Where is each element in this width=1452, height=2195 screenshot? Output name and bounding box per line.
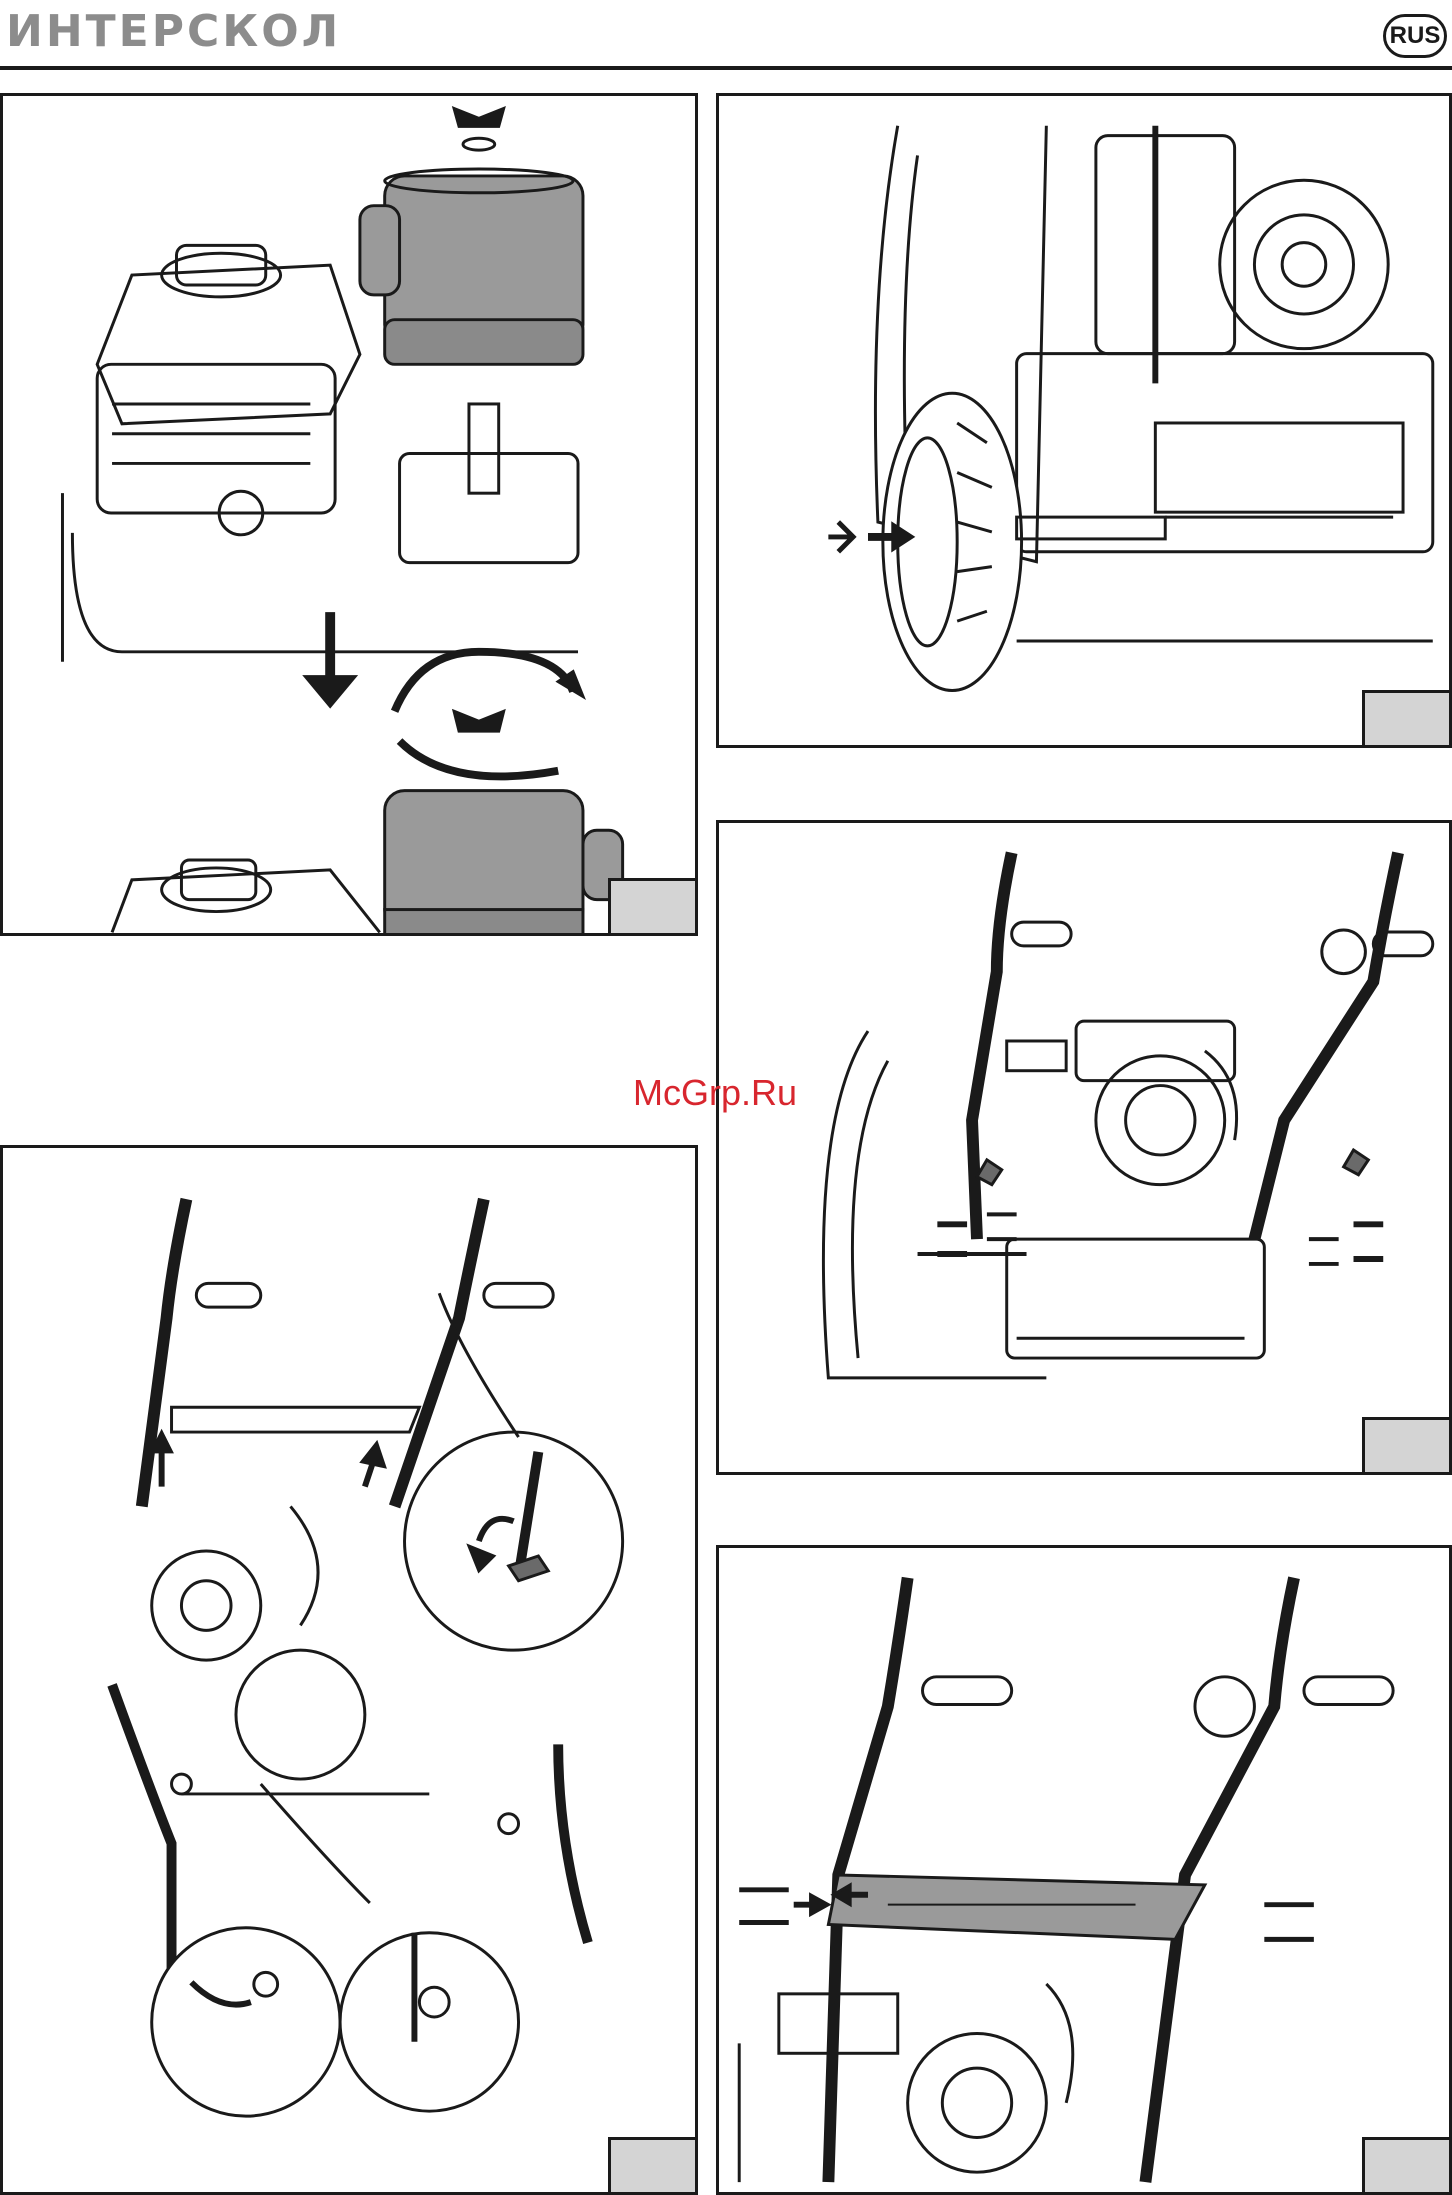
cable-routing-illustration xyxy=(3,1148,695,2192)
page-header: ИНТЕРСКОЛ RUS xyxy=(0,0,1452,70)
watermark-text: McGrp.Ru xyxy=(633,1072,797,1114)
panel-tab xyxy=(1362,1417,1449,1472)
header-rule xyxy=(0,66,1452,70)
panel-handle-mounting xyxy=(716,820,1452,1475)
brand-logo: ИНТЕРСКОЛ xyxy=(6,6,341,57)
panel-tab xyxy=(608,2137,695,2192)
language-badge: RUS xyxy=(1383,14,1447,58)
handle-illustration xyxy=(719,823,1449,1472)
cross-brace-illustration xyxy=(719,1548,1449,2192)
air-filter-illustration xyxy=(3,96,695,933)
panel-wheel-mounting xyxy=(716,93,1452,748)
wheel-illustration xyxy=(719,96,1449,745)
panel-tab xyxy=(608,878,695,933)
panel-cross-brace-mounting xyxy=(716,1545,1452,2195)
panel-air-filter-assembly xyxy=(0,93,698,936)
panel-tab xyxy=(1362,690,1449,745)
panel-cable-routing xyxy=(0,1145,698,2195)
panel-tab xyxy=(1362,2137,1449,2192)
